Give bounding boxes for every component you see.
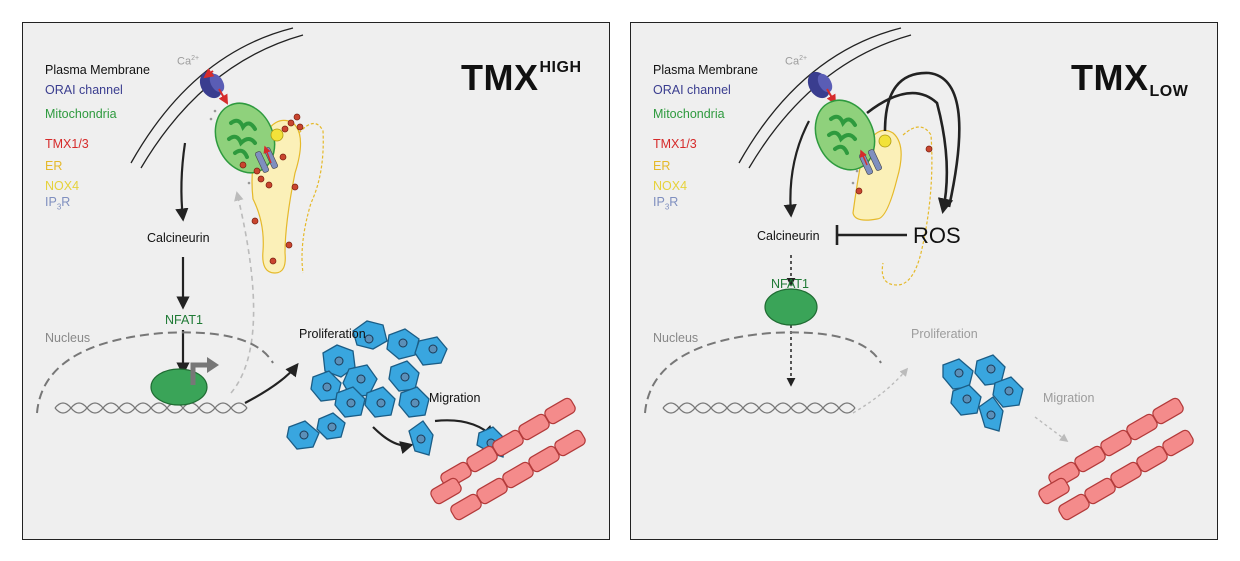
signal-arrows xyxy=(783,71,1069,443)
nfat1-cytoplasmic-icon xyxy=(764,288,818,326)
nucleus-label: Nucleus xyxy=(45,331,91,345)
legend-ip3r: IP3R xyxy=(653,195,679,212)
nfat1-label: NFAT1 xyxy=(165,313,203,327)
diagram-low xyxy=(644,27,1194,521)
dna-icon xyxy=(662,402,856,414)
transcription-arrow-icon xyxy=(190,357,219,385)
proliferating-cells xyxy=(286,320,506,458)
ip3r-icon xyxy=(254,145,279,173)
dna-icon xyxy=(54,402,248,414)
nucleus-envelope xyxy=(36,331,274,414)
legend-mitochondria: Mitochondria xyxy=(653,107,725,121)
calcineurin-label: Calcineurin xyxy=(147,231,210,245)
legend-orai-channel: ORAI channel xyxy=(45,83,123,97)
signal-arrows xyxy=(175,142,495,454)
proliferation-label: Proliferation xyxy=(911,327,978,341)
legend-tmx: TMX1/3 xyxy=(653,137,697,151)
proliferation-label: Proliferation xyxy=(299,327,366,341)
nucleus-label: Nucleus xyxy=(653,331,699,345)
nfat1-dna-bound-icon xyxy=(150,368,208,406)
legend-er: ER xyxy=(653,159,671,173)
migration-label: Migration xyxy=(1043,391,1095,405)
cell-nuclei xyxy=(954,364,1014,420)
ip3r-icon xyxy=(858,149,883,175)
smooth-muscle-cells xyxy=(430,397,586,521)
mitochondria-icon xyxy=(814,99,876,171)
legend-nox4: NOX4 xyxy=(45,179,80,193)
calcineurin-label: Calcineurin xyxy=(757,229,820,243)
legend-mitochondria: Mitochondria xyxy=(45,107,117,121)
title-tmx-high: TMXHIGH xyxy=(461,57,582,98)
legend-ip3r: IP3R xyxy=(45,195,71,212)
nfat1-label: NFAT1 xyxy=(771,277,809,291)
nucleus-envelope xyxy=(644,331,882,414)
smooth-muscle-cells xyxy=(1038,397,1194,521)
legend-plasma-membrane: Plasma Membrane xyxy=(45,63,150,77)
ros-inhibition xyxy=(835,225,907,245)
tmx-dots xyxy=(239,113,304,265)
legend-orai-channel: ORAI channel xyxy=(653,83,731,97)
legend-er: ER xyxy=(45,159,63,173)
orai-channel-icon xyxy=(199,68,228,105)
calcium-label: Ca2+ xyxy=(785,55,808,68)
orai-channel-icon xyxy=(807,71,836,105)
panel-tmx-high: Plasma Membrane ORAI channel Mitochondri… xyxy=(22,22,610,540)
cell-nuclei xyxy=(299,334,496,448)
nox4-icon xyxy=(878,134,892,148)
nox4-icon xyxy=(270,128,284,142)
calcium-label: Ca2+ xyxy=(177,55,200,68)
ros-label: ROS xyxy=(913,223,961,248)
legend-nox4: NOX4 xyxy=(653,179,688,193)
legend-plasma-membrane: Plasma Membrane xyxy=(653,63,758,77)
panel-tmx-low: Plasma Membrane ORAI channel Mitochondri… xyxy=(630,22,1218,540)
diagram-high xyxy=(36,27,586,521)
tmx-dots xyxy=(855,145,933,195)
title-tmx-low: TMXLOW xyxy=(1071,57,1189,100)
migration-label: Migration xyxy=(429,391,481,405)
legend-tmx: TMX1/3 xyxy=(45,137,89,151)
